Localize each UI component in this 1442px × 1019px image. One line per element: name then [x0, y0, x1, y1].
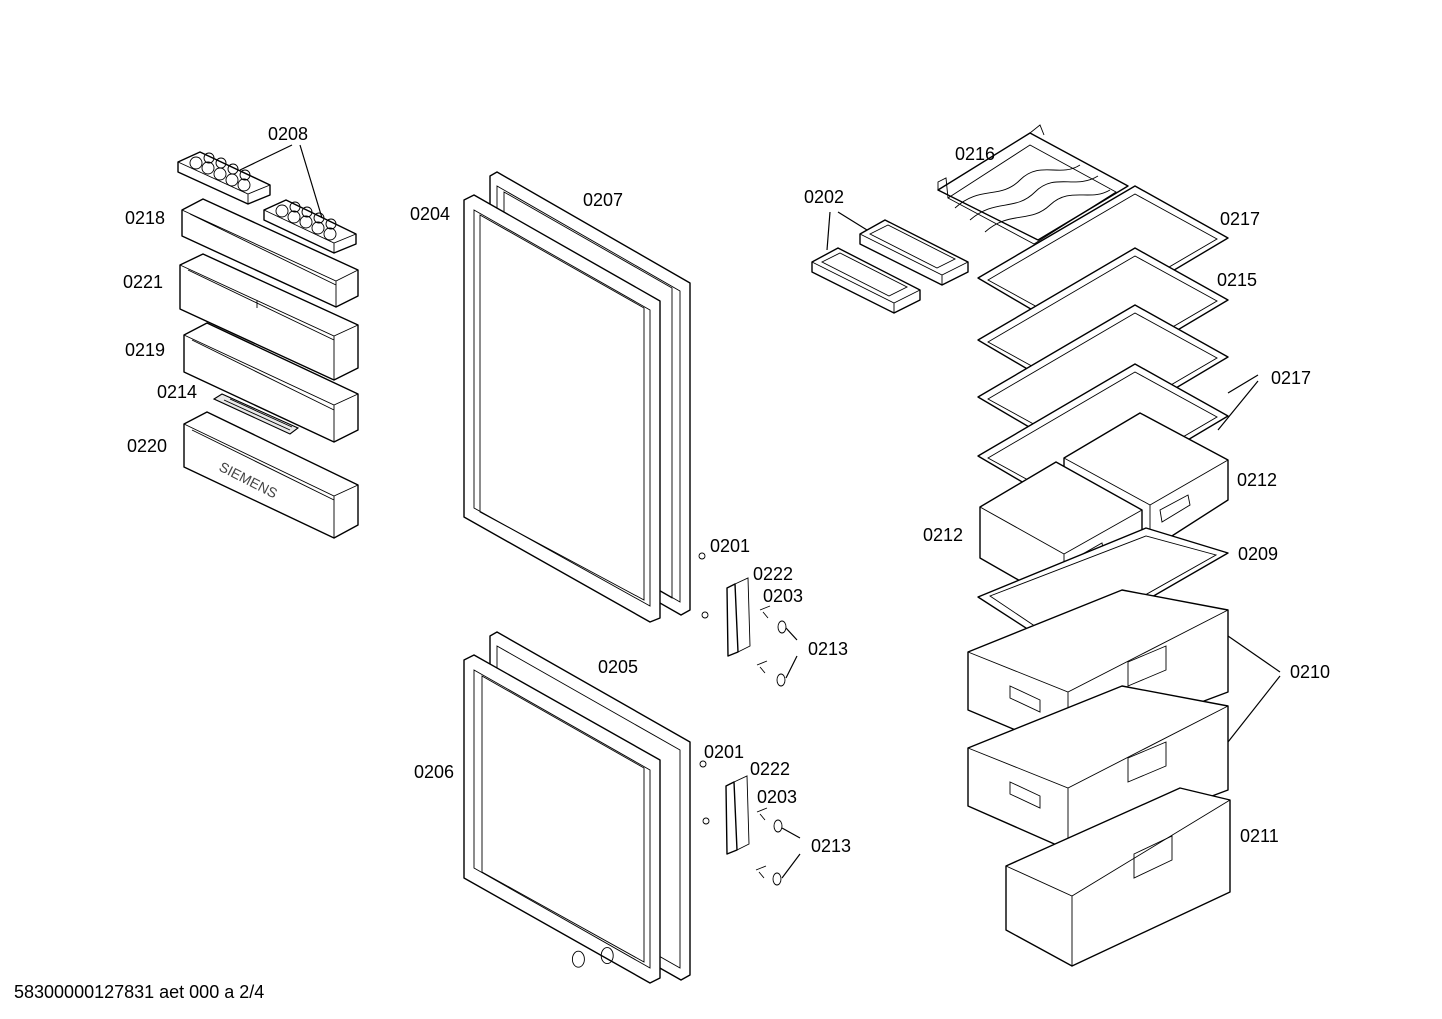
egg-trays-0208 — [177, 151, 357, 254]
label-0215: 0215 — [1217, 270, 1257, 290]
door-gasket-upper-0204 — [463, 194, 661, 623]
label-0203-upper: 0203 — [763, 586, 803, 606]
part-labels: 0208 0218 0221 0219 0214 0220 0204 0207 … — [123, 124, 1330, 856]
label-0208: 0208 — [268, 124, 308, 144]
leader-lines — [239, 144, 1281, 879]
label-0217-top: 0217 — [1220, 209, 1260, 229]
drawing-reference-footer: 58300000127831 aet 000 a 2/4 — [14, 982, 264, 1002]
label-0209: 0209 — [1238, 544, 1278, 564]
label-0207: 0207 — [583, 190, 623, 210]
door-shelf-0221 — [179, 253, 359, 381]
label-0210: 0210 — [1290, 662, 1330, 682]
shelf-divider-0214 — [212, 393, 300, 435]
label-0218: 0218 — [125, 208, 165, 228]
label-0205: 0205 — [598, 657, 638, 677]
label-0206: 0206 — [414, 762, 454, 782]
door-shelf-0220: SIEMENS — [183, 411, 359, 539]
label-0222-lower: 0222 — [750, 759, 790, 779]
door-shelf-0218 — [181, 198, 359, 308]
label-0217-mid: 0217 — [1271, 368, 1311, 388]
label-0202: 0202 — [804, 187, 844, 207]
label-0219: 0219 — [125, 340, 165, 360]
label-0212-right: 0212 — [1237, 470, 1277, 490]
label-0221: 0221 — [123, 272, 163, 292]
label-0213-lower: 0213 — [811, 836, 851, 856]
ice-cube-trays-0202 — [811, 219, 969, 314]
label-0201-upper: 0201 — [710, 536, 750, 556]
label-0203-lower: 0203 — [757, 787, 797, 807]
label-0214: 0214 — [157, 382, 197, 402]
label-0222-upper: 0222 — [753, 564, 793, 584]
door-shelf-0219 — [183, 322, 359, 443]
label-0212-left: 0212 — [923, 525, 963, 545]
door-gasket-lower-0206 — [463, 654, 661, 984]
label-0211: 0211 — [1240, 826, 1279, 846]
label-0201-lower: 0201 — [704, 742, 744, 762]
hinge-set-lower — [699, 760, 783, 886]
label-0213-upper: 0213 — [808, 639, 848, 659]
label-0216: 0216 — [955, 144, 995, 164]
label-0220: 0220 — [127, 436, 167, 456]
label-0204: 0204 — [410, 204, 450, 224]
freezer-door-dimples — [571, 947, 614, 968]
hinge-set-upper — [698, 552, 787, 687]
wine-rack-0216 — [937, 124, 1129, 245]
freezer-drawer-0211 — [1005, 787, 1231, 967]
